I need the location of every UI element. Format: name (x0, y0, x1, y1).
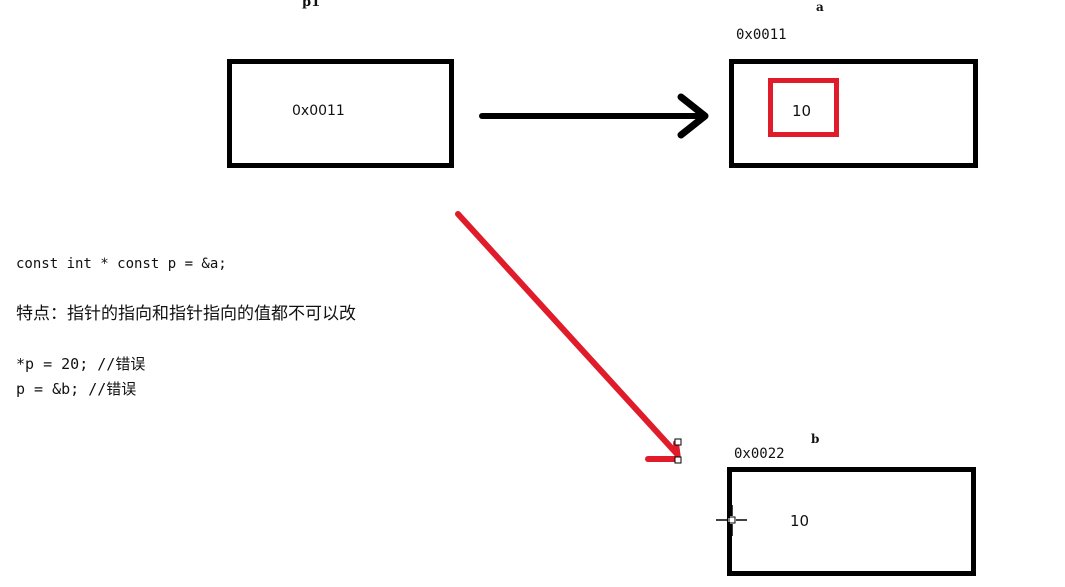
red-pointer-arrow (455, 211, 681, 462)
a-value-highlight-box (768, 78, 839, 137)
code-line-deref-error: *p = 20; //错误 (16, 355, 146, 373)
p1-name-label: p1 (302, 0, 321, 10)
code-line-declaration: const int * const p = &a; (16, 256, 227, 272)
a-value: 10 (792, 102, 812, 120)
black-pointer-arrow (479, 93, 709, 139)
p1-memory-box (227, 59, 454, 168)
b-address-label: 0x0022 (734, 446, 785, 462)
p1-value: 0x0011 (292, 103, 345, 119)
a-name-label: a (816, 0, 824, 14)
crosshair-icon (716, 505, 747, 536)
a-address-label: 0x0011 (736, 27, 787, 43)
b-name-label: b (811, 432, 820, 446)
code-line-reassign-error: p = &b; //错误 (16, 380, 137, 398)
note-features: 特点：指针的指向和指针指向的值都不可以改 (16, 304, 356, 324)
b-value: 10 (790, 512, 810, 530)
a-memory-box (729, 59, 978, 168)
selection-handle-icon (674, 438, 682, 464)
